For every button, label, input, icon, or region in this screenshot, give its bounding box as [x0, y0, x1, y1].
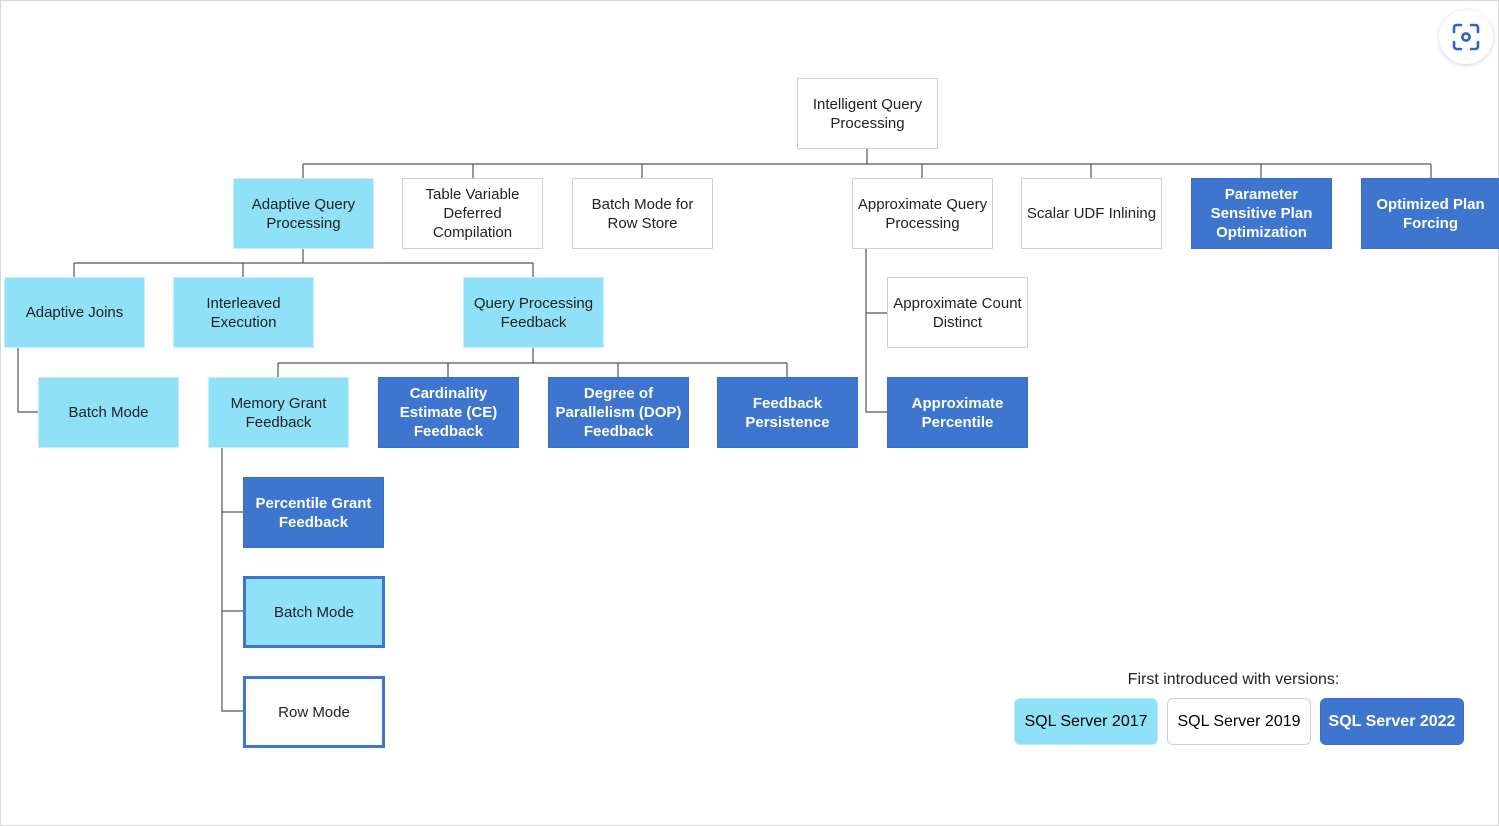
node-adaptive-joins: Adaptive Joins: [4, 277, 145, 348]
connector-adaptive-joins-batch-mode: [17, 348, 38, 413]
connector-mgf-children: [221, 447, 243, 712]
node-row-mode-memory-grant: Row Mode: [243, 676, 385, 748]
visual-search-icon: [1452, 23, 1480, 51]
node-label: Table Variable Deferred Compilation: [425, 186, 520, 241]
legend-sql-server-2019: SQL Server 2019: [1167, 698, 1311, 745]
node-label: Approximate Query Processing: [857, 195, 988, 232]
legend-title: First introduced with versions:: [1127, 671, 1340, 688]
node-approximate-query-processing: Approximate Query Processing: [852, 178, 993, 249]
node-label: Adaptive Query Processing: [251, 195, 356, 232]
node-batch-mode-adaptive-joins: Batch Mode: [38, 377, 179, 448]
node-label: Cardinality Estimate (CE) Feedback: [399, 385, 498, 440]
node-label: Query Processing Feedback: [473, 294, 594, 331]
node-approximate-percentile: Approximate Percentile: [887, 377, 1028, 448]
node-label: Approximate Count Distinct: [893, 294, 1022, 331]
node-intelligent-query-processing: Intelligent Query Processing: [797, 78, 938, 149]
node-table-variable-deferred-compilation: Table Variable Deferred Compilation: [402, 178, 543, 249]
connector-qpf-children: [277, 348, 788, 378]
legend-label: SQL Server 2017: [1024, 712, 1148, 730]
node-label: Percentile Grant Feedback: [255, 494, 372, 531]
node-label: Memory Grant Feedback: [230, 394, 327, 431]
node-parameter-sensitive-plan-optimization: Parameter Sensitive Plan Optimization: [1191, 178, 1332, 249]
node-label: Intelligent Query Processing: [812, 95, 923, 132]
node-label: Row Mode: [278, 703, 350, 721]
node-label: Approximate Percentile: [911, 394, 1004, 431]
connector-approx-children: [865, 248, 887, 413]
visual-search-button[interactable]: [1439, 10, 1493, 64]
legend-label: SQL Server 2019: [1177, 712, 1301, 730]
node-label: Adaptive Joins: [25, 304, 124, 321]
node-scalar-udf-inlining: Scalar UDF Inlining: [1021, 178, 1162, 249]
node-label: Optimized Plan Forcing: [1376, 195, 1485, 232]
node-label: Batch Mode: [68, 404, 149, 421]
node-label: Degree of Parallelism (DOP) Feedback: [555, 385, 682, 440]
node-label: Batch Mode: [273, 603, 355, 621]
node-batch-mode-memory-grant: Batch Mode: [243, 576, 385, 648]
node-query-processing-feedback: Query Processing Feedback: [463, 277, 604, 348]
node-approximate-count-distinct: Approximate Count Distinct: [887, 277, 1028, 348]
node-label: Feedback Persistence: [745, 394, 830, 431]
node-label: Batch Mode for Row Store: [591, 195, 694, 232]
node-percentile-grant-feedback: Percentile Grant Feedback: [243, 477, 384, 548]
node-memory-grant-feedback: Memory Grant Feedback: [208, 377, 349, 448]
node-batch-mode-for-row-store: Batch Mode for Row Store: [572, 178, 713, 249]
connector-root-to-level1: [302, 149, 1432, 179]
node-feedback-persistence: Feedback Persistence: [717, 377, 858, 448]
connector-aqp-children: [73, 248, 534, 278]
legend-label: SQL Server 2022: [1328, 712, 1456, 730]
legend-sql-server-2022: SQL Server 2022: [1320, 698, 1464, 745]
node-label: Interleaved Execution: [206, 294, 281, 331]
node-label: Scalar UDF Inlining: [1026, 205, 1157, 222]
node-interleaved-execution: Interleaved Execution: [173, 277, 314, 348]
node-label: Parameter Sensitive Plan Optimization: [1210, 186, 1313, 241]
node-adaptive-query-processing: Adaptive Query Processing: [233, 178, 374, 249]
node-dop-feedback: Degree of Parallelism (DOP) Feedback: [548, 377, 689, 448]
node-optimized-plan-forcing: Optimized Plan Forcing: [1361, 178, 1499, 249]
legend-sql-server-2017: SQL Server 2017: [1014, 698, 1158, 745]
node-cardinality-estimate-feedback: Cardinality Estimate (CE) Feedback: [378, 377, 519, 448]
